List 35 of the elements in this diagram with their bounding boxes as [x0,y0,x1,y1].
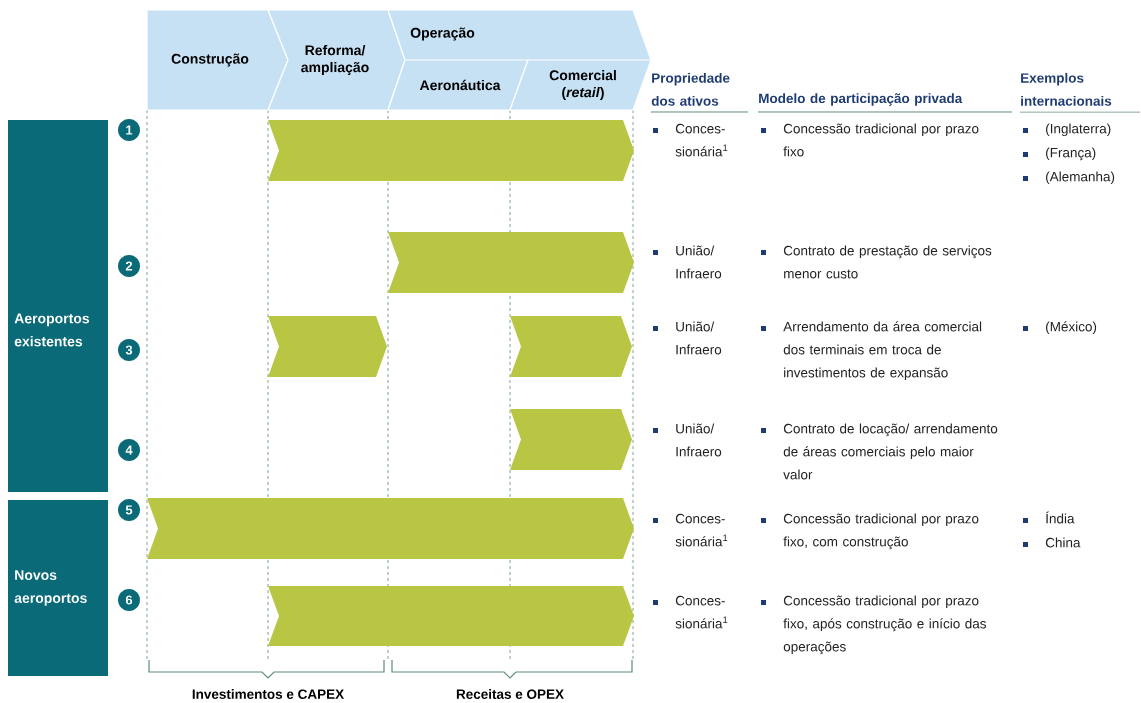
table-text: Conces- sionária$^{1}$ [675,595,728,629]
coverage-band [268,586,634,646]
table-text: Concessão tradicional por prazo fixo, com construção [783,513,979,550]
table-text: Concessão tradicional por prazo fixo [783,123,979,157]
table-text: Concessão tradicional por prazo fixo, após construção e início das operações [783,595,987,655]
bracket-label: Receitas e OPEX [456,689,564,699]
table-text: Conces- sionária$^{1}$ [675,513,728,547]
table-text: Índia [1046,511,1075,524]
table-text: Conces- sionária$^{1}$ [675,123,728,157]
group-band: Aeroportos existentes [8,120,108,492]
column-header: Exemplos internacionais [1021,72,1112,106]
bracket-label: Investimentos e CAPEX [192,689,344,699]
coverage-band [388,232,634,293]
table-text: (México) [1046,321,1097,335]
table-text: União/ Infraero [676,423,722,457]
coverage-band [510,409,632,470]
phase-header: Reforma/ ampliação [267,9,406,111]
coverage-band [268,316,387,377]
column-header: Propriedade dos ativos [651,72,730,106]
table-text: Arrendamento da área comercial dos terminais em troca de investimentos de expansão [783,321,982,381]
phase-header: Construção [146,9,289,111]
table-text: Contrato de locação/ arrendamento de áreas comerciais pelo maior valor [783,423,998,480]
table-text: (França) [1046,147,1096,161]
table-text: União/ Infraero [676,245,722,279]
coverage-band [147,498,634,559]
coverage-band [510,316,632,377]
coverage-band [268,120,634,181]
table-text: União/ Infraero [676,321,722,355]
group-band: Novos aeroportos [8,500,108,676]
table-text: China [1045,537,1081,548]
table-text: Contrato de prestação de serviços menor custo [783,245,992,279]
table-text: (Inglaterra) [1046,123,1111,137]
phase-header: Comercial (retail) [509,59,652,111]
column-header: Modelo de participação privada [759,93,963,106]
table-text: (Alemanha) [1046,171,1115,185]
